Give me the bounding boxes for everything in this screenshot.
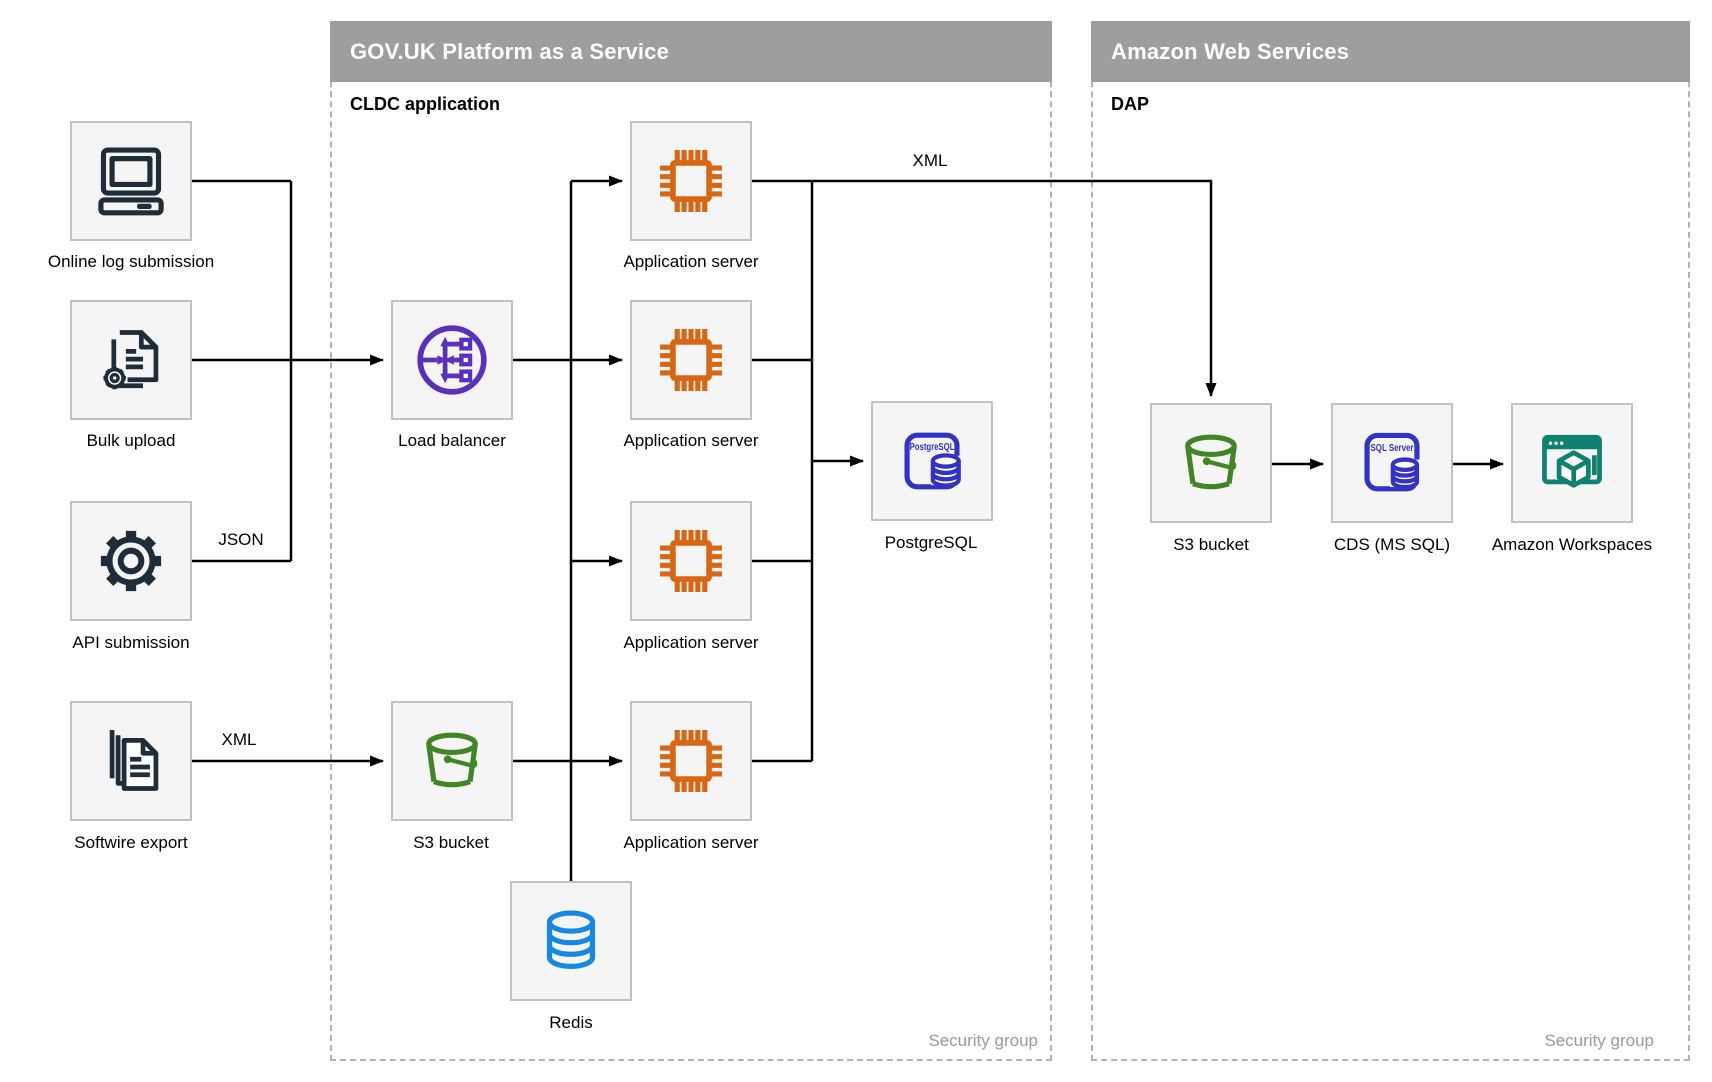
chip-icon (660, 530, 722, 592)
node-label: Amazon Workspaces (1491, 535, 1653, 554)
edge-label-json: JSON (206, 530, 276, 550)
load-balancer-icon (417, 325, 487, 395)
cldc-application-label: CLDC application (350, 94, 501, 114)
aws-title: Amazon Web Services (1111, 38, 1350, 64)
node-label: PostgreSQL (884, 533, 978, 552)
chip-icon (660, 150, 722, 212)
node-label: Softwire export (74, 833, 188, 852)
chip-icon (660, 329, 722, 391)
edge-xml-to-aws (752, 179, 1217, 397)
node-s3-bucket-paas (391, 701, 513, 821)
node-label: Application server (623, 833, 759, 852)
gear-icon (100, 530, 162, 592)
node-postgresql: PostgreSQL (871, 401, 993, 521)
sql-server-icon-text: SQL Server (1371, 443, 1414, 454)
documents-gear-icon (103, 330, 159, 390)
node-label: Online log submission (47, 252, 215, 271)
node-online-log-submission (70, 121, 192, 241)
workspaces-icon (1542, 434, 1602, 488)
node-application-server-4 (630, 701, 752, 821)
node-bulk-upload (70, 300, 192, 420)
edge-label-xml-aws: XML (895, 151, 965, 171)
node-amazon-workspaces (1511, 403, 1633, 523)
desktop-computer-icon (98, 147, 164, 216)
sql-server-icon: SQL Server (1364, 432, 1420, 492)
node-label: Load balancer (398, 431, 506, 450)
database-icon (546, 910, 596, 969)
govuk-paas-header-bar: GOV.UK Platform as a Service (330, 21, 1052, 82)
node-application-server-3 (630, 501, 752, 621)
node-label: Redis (549, 1013, 593, 1032)
govuk-paas-title: GOV.UK Platform as a Service (350, 38, 670, 64)
govuk-paas-container: GOV.UK Platform as a Service CLDC applic… (330, 21, 1052, 1061)
node-label: Bulk upload (86, 431, 176, 450)
dap-label: DAP (1111, 94, 1150, 114)
node-redis (510, 881, 632, 1001)
aws-security-group-label: Security group (1544, 1031, 1654, 1050)
aws-container: Amazon Web Services DAP Security group (1091, 21, 1690, 1061)
chip-icon (660, 730, 722, 792)
node-application-server-2 (630, 300, 752, 420)
node-cds-ms-sql: SQL Server (1331, 403, 1453, 523)
s3-bucket-icon (426, 732, 478, 788)
node-label: Application server (623, 252, 759, 271)
node-s3-bucket-aws (1150, 403, 1272, 523)
edge-label-xml-softwire: XML (204, 730, 274, 750)
node-load-balancer (391, 300, 513, 420)
node-application-server-1 (630, 121, 752, 241)
node-label: CDS (MS SQL) (1333, 535, 1451, 554)
node-label: Application server (623, 633, 759, 652)
node-label: S3 bucket (413, 833, 489, 852)
s3-bucket-icon (1185, 434, 1237, 490)
node-api-submission (70, 501, 192, 621)
node-label: API submission (72, 633, 190, 652)
node-label: Application server (623, 431, 759, 450)
govuk-security-group-label: Security group (928, 1031, 1038, 1050)
aws-header-bar: Amazon Web Services (1091, 21, 1690, 82)
node-softwire-export (70, 701, 192, 821)
document-stack-icon (109, 730, 159, 791)
postgresql-icon: PostgreSQL (904, 432, 961, 490)
postgresql-icon-text: PostgreSQL (910, 442, 955, 453)
node-label: S3 bucket (1173, 535, 1249, 554)
